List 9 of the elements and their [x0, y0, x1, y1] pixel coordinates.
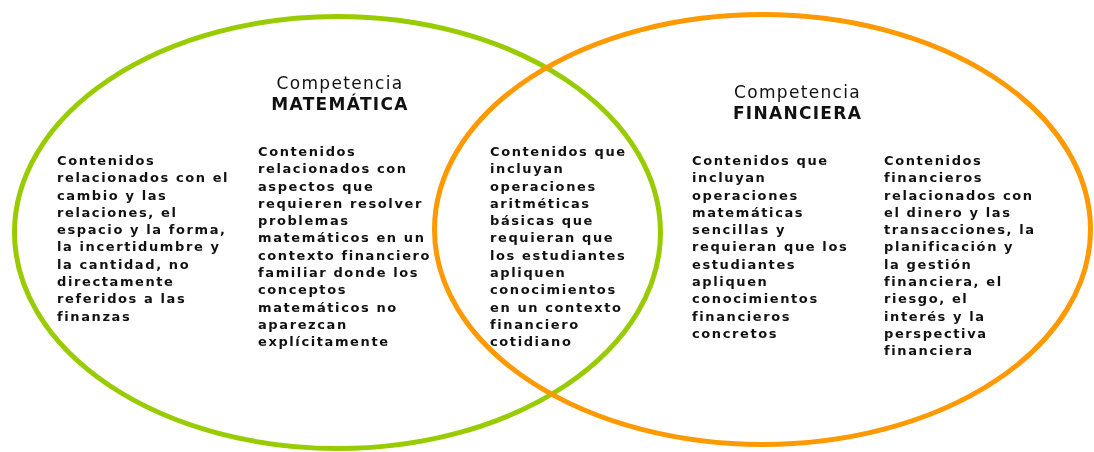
- heading: Competencia FINANCIERA: [731, 82, 864, 124]
- heading: Competencia MATEMÁTICA: [270, 73, 410, 115]
- description-text: Contenidos relacionados con aspectos que requieren resolver problemas matemáticos en un contexto financiero familiar donde los conceptos matemáticos no aparezcan explícitamente: [258, 143, 433, 351]
- venn-ellipse: [11, 13, 663, 451]
- description-text: Contenidos que incluyan operaciones matemáticas sencillas y requieran que los estudiantes apliquen conocimientos financieros concretos: [692, 152, 850, 343]
- venn-ellipse: [431, 11, 1093, 447]
- description-text: Contenidos relacionados con el cambio y las relaciones, el espacio y la forma, la incertidumbre y la cantidad, no directamente referidos a las finanzas: [57, 152, 231, 325]
- overlap-description-text: Contenidos que incluyan operaciones aritméticas básicas que requieran que los estudiantes apliquen conocimientos en un contexto financiero cotidiano: [490, 143, 628, 351]
- description-text: Contenidos financieros relacionados con el dinero y las transacciones, la planificación y la gestión financiera, el riesgo, el interés y la perspectiva financiera: [884, 152, 1036, 360]
